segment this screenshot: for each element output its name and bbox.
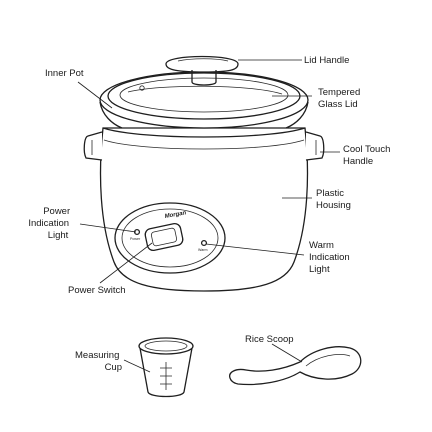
measuring-cup xyxy=(138,337,194,398)
leader-warm-indication-light xyxy=(205,243,305,256)
warm-indication-light xyxy=(200,239,208,247)
tempered-glass-lid xyxy=(107,72,301,120)
brand-logo: Morgan xyxy=(164,210,187,220)
label-measuring-cup: Measuring Cup xyxy=(75,350,122,373)
housing-top-band xyxy=(102,127,306,138)
control-panel: Morgan Power Warm xyxy=(114,202,226,274)
power-switch[interactable] xyxy=(144,222,184,252)
cool-touch-handle-left xyxy=(83,131,103,161)
cooker-body xyxy=(99,127,309,292)
label-inner-pot: Inner Pot xyxy=(45,68,84,79)
leader-rice-scoop xyxy=(271,343,303,363)
label-plastic-housing: Plastic Housing xyxy=(316,188,351,211)
label-power-indication-light: Power Indication Light xyxy=(28,206,72,241)
panel-warm-mark: Warm xyxy=(198,248,207,252)
housing-outline xyxy=(99,127,309,292)
cool-touch-handle-right xyxy=(305,131,325,161)
leader-measuring-cup xyxy=(123,359,151,373)
leader-power-indication-light xyxy=(79,223,137,233)
label-cool-touch-handle: Cool Touch Handle xyxy=(343,144,393,167)
label-power-switch: Power Switch xyxy=(68,285,126,296)
rice-scoop xyxy=(229,346,362,386)
leader-lines xyxy=(77,59,340,373)
label-warm-indication-light: Warm Indication Light xyxy=(309,240,352,275)
leader-power-switch xyxy=(99,242,153,284)
lid-handle xyxy=(165,55,239,86)
panel-power-mark: Power xyxy=(130,237,141,241)
leader-inner-pot xyxy=(77,81,113,109)
label-tempered-glass-lid: Tempered Glass Lid xyxy=(318,87,363,110)
label-rice-scoop: Rice Scoop xyxy=(245,334,294,345)
labels: Lid Handle Inner Pot Tempered Glass Lid … xyxy=(28,55,393,373)
label-lid-handle: Lid Handle xyxy=(304,55,349,66)
